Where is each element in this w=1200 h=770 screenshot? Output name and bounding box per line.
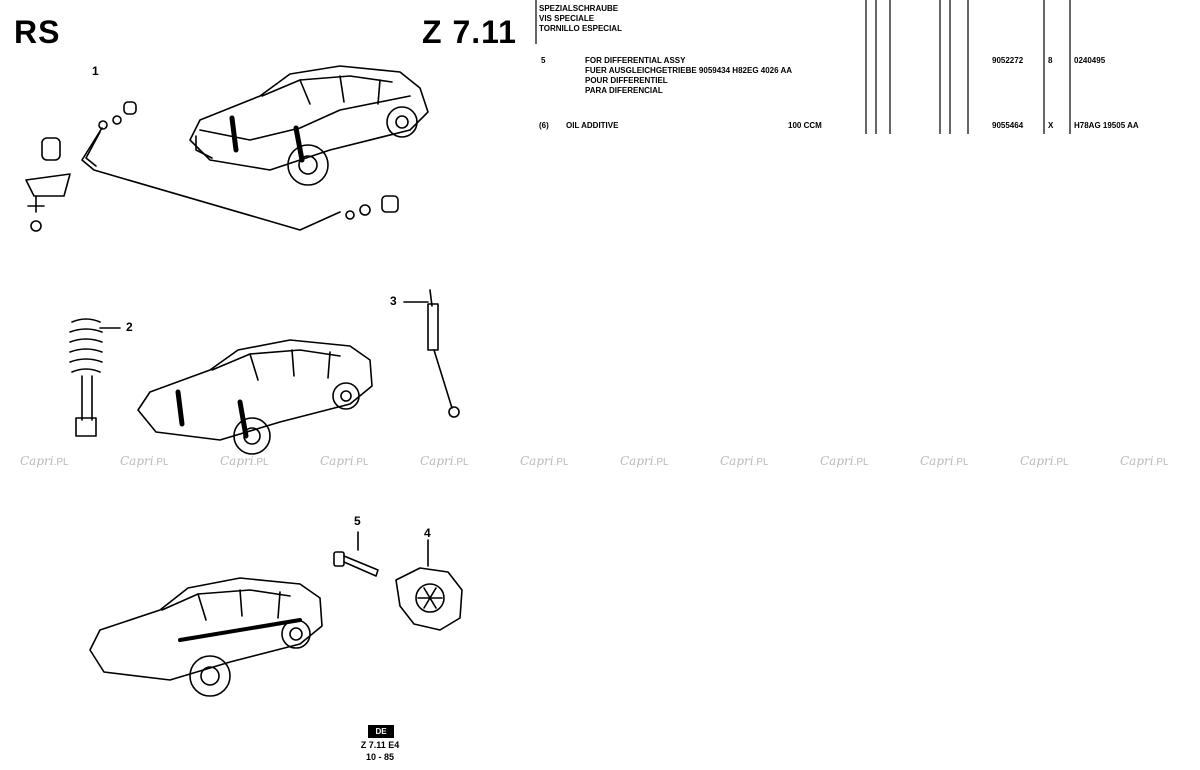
title-line-es: TORNILLO ESPECIAL — [539, 24, 622, 33]
car-drawing-top — [189, 65, 429, 186]
quantity: 8 — [1048, 56, 1053, 65]
watermark-logo: Capri.PL — [1020, 454, 1069, 468]
watermark-brand: Capri — [520, 454, 554, 468]
watermark-suffix: .PL — [753, 457, 769, 468]
watermark-logo: Capri.PL — [1120, 454, 1169, 468]
special-bolt — [333, 531, 379, 577]
watermark-suffix: .PL — [1153, 457, 1169, 468]
watermark-suffix: .PL — [1053, 457, 1069, 468]
watermark-brand: Capri — [1020, 454, 1054, 468]
part-number: 9055464 — [992, 121, 1024, 130]
engineering-code: H78AG 19505 AA — [1074, 121, 1139, 130]
country-box: DE — [368, 725, 394, 738]
watermark-logo: Capri.PL — [120, 454, 169, 468]
catalog-reference: Z 7.11 E4 — [360, 740, 400, 750]
watermark-brand: Capri — [920, 454, 954, 468]
parts-table-grid — [535, 0, 1071, 134]
callout-4: 4 — [424, 526, 431, 540]
row-ref: (6) — [539, 121, 549, 130]
row-qty-note: 100 CCM — [788, 121, 822, 130]
quantity: X — [1048, 121, 1054, 130]
watermark-brand: Capri — [420, 454, 454, 468]
bush-bracket — [25, 137, 71, 232]
watermark-logo: Capri.PL — [320, 454, 369, 468]
coil-spring-strut — [69, 318, 121, 437]
desc-line: POUR DIFFERENTIEL — [585, 76, 668, 85]
watermark-logo: Capri.PL — [220, 454, 269, 468]
model-code: RS — [14, 14, 61, 50]
row-ref: 5 — [541, 56, 546, 65]
car-drawing-middle — [137, 339, 373, 455]
engineering-code: 0240495 — [1074, 56, 1106, 65]
callout-1: 1 — [92, 64, 99, 78]
title-line-de: SPEZIALSCHRAUBE — [539, 4, 619, 13]
callout-5: 5 — [354, 514, 361, 528]
watermark-logo: Capri.PL — [920, 454, 969, 468]
watermark-suffix: .PL — [853, 457, 869, 468]
callout-2: 2 — [126, 320, 133, 334]
watermark-brand: Capri — [620, 454, 654, 468]
watermark-suffix: .PL — [153, 457, 169, 468]
desc-line: FOR DIFFERENTIAL ASSY — [585, 56, 686, 65]
parts-illustration — [25, 65, 463, 697]
part-title: SPEZIALSCHRAUBE VIS SPECIALE TORNILLO ES… — [539, 4, 622, 34]
gas-strut — [403, 289, 460, 418]
watermark-brand: Capri — [320, 454, 354, 468]
watermark-brand: Capri — [1120, 454, 1154, 468]
desc-line: PARA DIFERENCIAL — [585, 86, 663, 95]
watermark-suffix: .PL — [53, 457, 69, 468]
watermark-logo: Capri.PL — [620, 454, 669, 468]
watermark-suffix: .PL — [653, 457, 669, 468]
watermark-suffix: .PL — [953, 457, 969, 468]
title-line-fr: VIS SPECIALE — [539, 14, 595, 23]
watermark-suffix: .PL — [553, 457, 569, 468]
part-number: 9052272 — [992, 56, 1024, 65]
watermark-brand: Capri — [20, 454, 54, 468]
car-drawing-bottom — [89, 577, 323, 697]
catalog-date: 10 - 85 — [365, 752, 395, 762]
stabilizer-bar — [81, 101, 399, 231]
watermark-suffix: .PL — [253, 457, 269, 468]
watermark-suffix: .PL — [453, 457, 469, 468]
watermark-logo: Capri.PL — [720, 454, 769, 468]
page-reference: Z 7.11 — [422, 14, 517, 50]
watermark-brand: Capri — [120, 454, 154, 468]
callout-3: 3 — [390, 294, 397, 308]
watermark-brand: Capri — [720, 454, 754, 468]
differential-assy — [395, 539, 463, 631]
watermark-logo: Capri.PL — [420, 454, 469, 468]
row-description: FOR DIFFERENTIAL ASSY FUER AUSGLEICHGETR… — [585, 56, 792, 96]
watermark-logo: Capri.PL — [520, 454, 569, 468]
watermark-logo: Capri.PL — [820, 454, 869, 468]
watermark-brand: Capri — [220, 454, 254, 468]
watermark-logo: Capri.PL — [20, 454, 69, 468]
desc-line: FUER AUSGLEICHGETRIEBE 9059434 H82EG 402… — [585, 66, 793, 75]
watermark-brand: Capri — [820, 454, 854, 468]
row-description: OIL ADDITIVE — [566, 121, 619, 130]
watermark-suffix: .PL — [353, 457, 369, 468]
